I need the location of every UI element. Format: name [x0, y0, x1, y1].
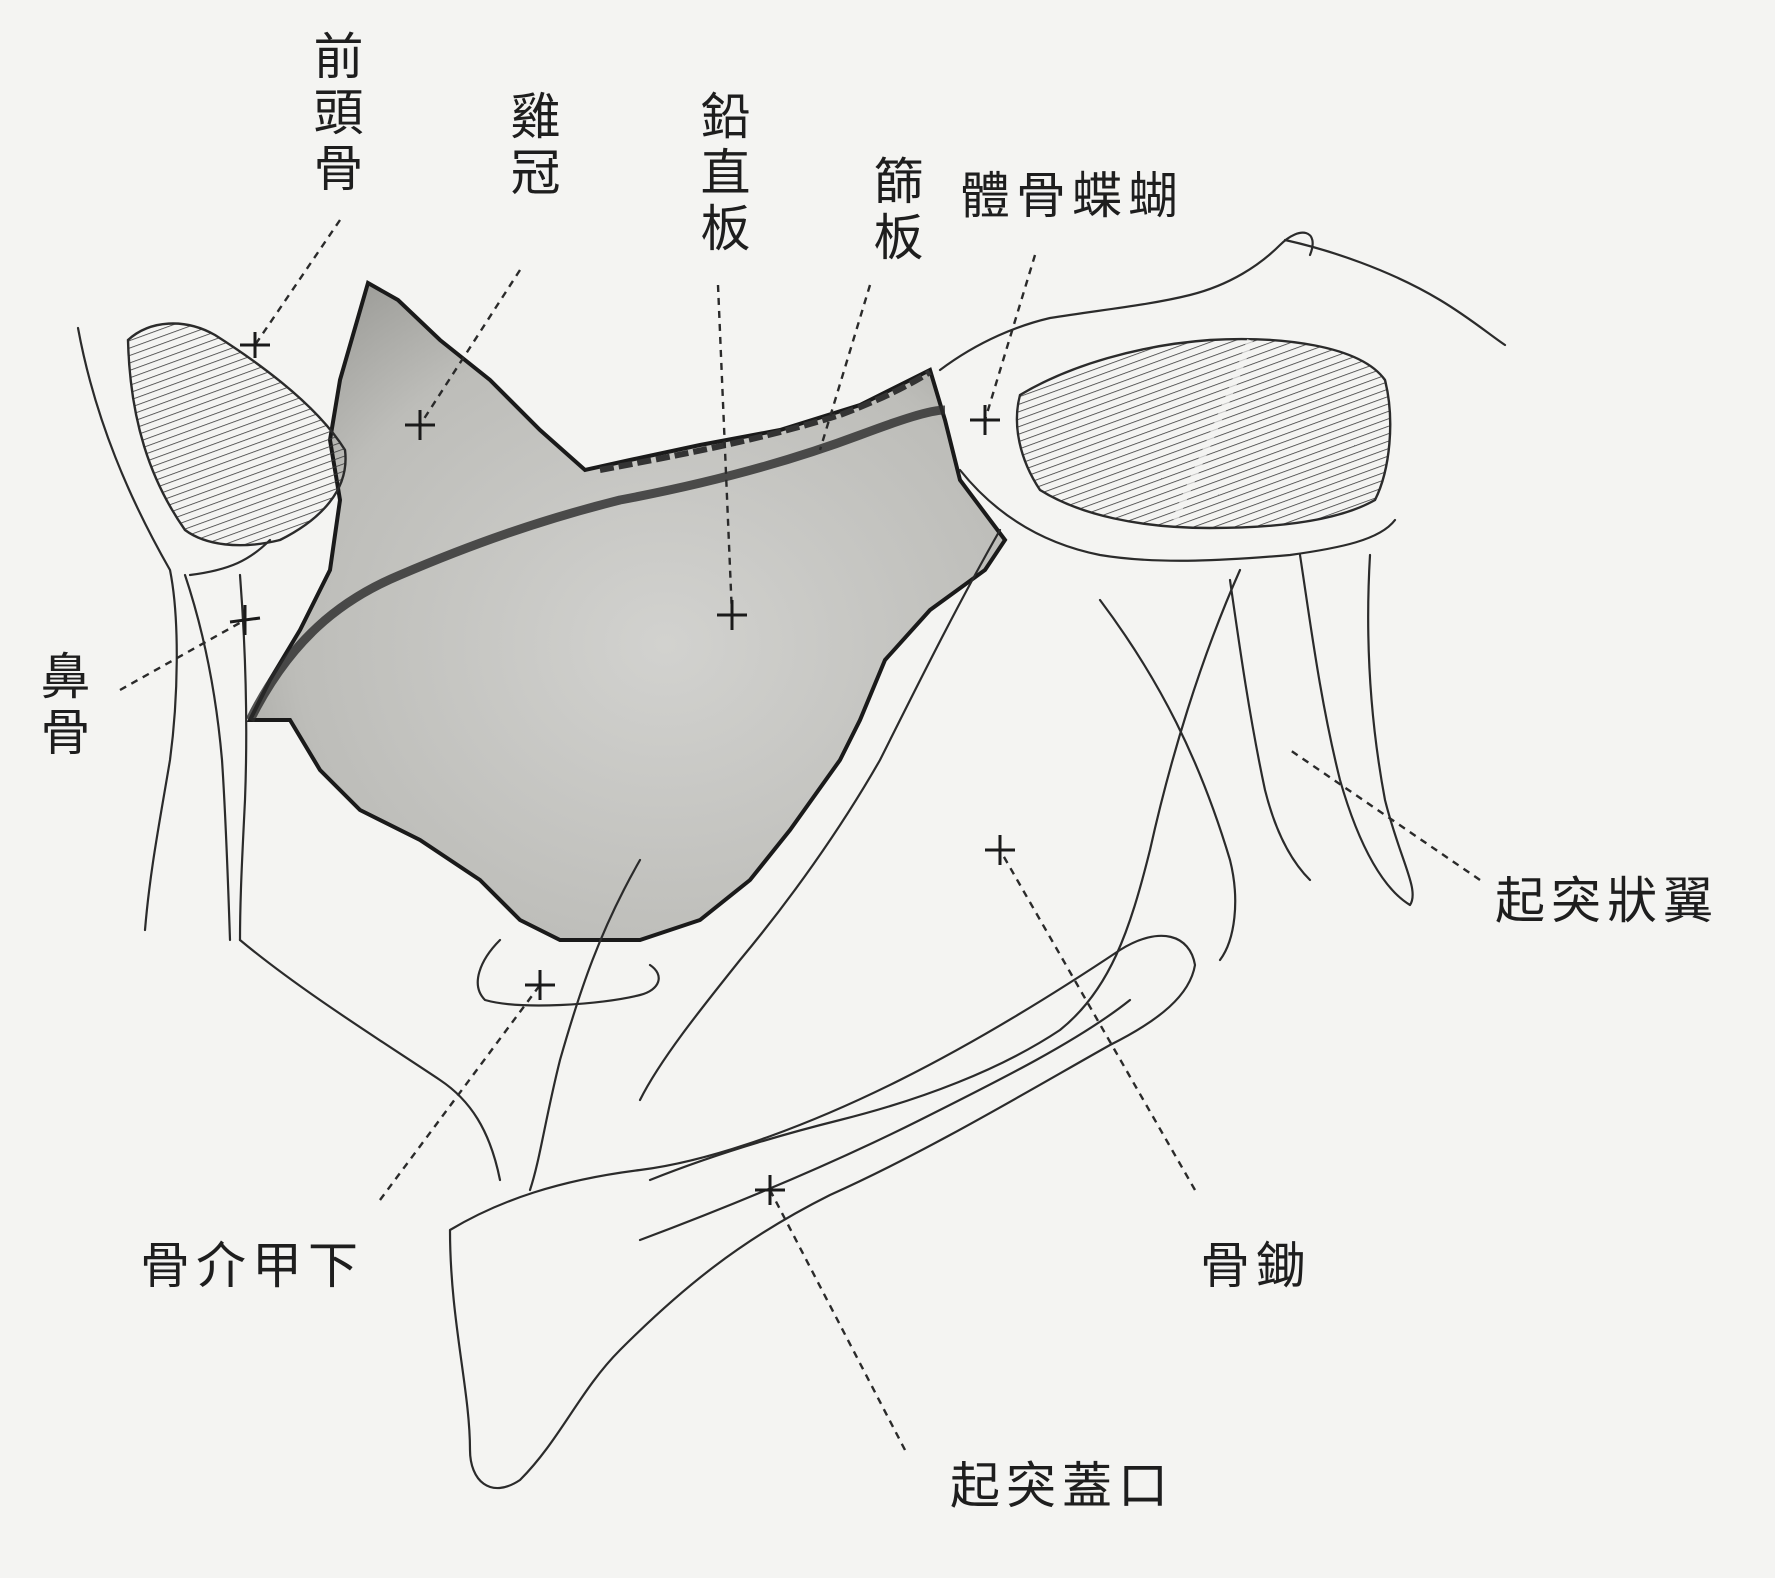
label-vomer: 鋤骨 — [1200, 1240, 1312, 1293]
label-perpendicular-plate: 鉛直板 — [695, 90, 748, 258]
leader-frontal — [255, 220, 340, 345]
frontal-bone-shape — [128, 324, 346, 546]
label-nasal-bone: 鼻骨 — [35, 650, 88, 762]
inferior-concha-outline — [478, 940, 659, 1005]
leader-nasal — [120, 620, 245, 690]
label-frontal-bone: 前頭骨 — [308, 30, 361, 198]
label-inferior-concha: 下甲介骨 — [140, 1240, 364, 1293]
leader-concha — [380, 985, 540, 1200]
leader-pterygoid — [1290, 750, 1480, 880]
sphenoid-sinus-shape — [1017, 339, 1390, 528]
leader-vomer — [1000, 850, 1195, 1190]
label-palatine-process: 口蓋突起 — [950, 1460, 1174, 1513]
leader-palatine — [770, 1190, 905, 1450]
palatine-process-outline — [450, 936, 1195, 1488]
label-crista-galli: 雞冠 — [505, 90, 558, 202]
pterygoid-outline — [1300, 555, 1413, 905]
label-pterygoid-process: 翼狀突起 — [1495, 875, 1719, 928]
perpendicular-plate-shape — [250, 283, 1005, 940]
label-cribriform-plate: 篩板 — [868, 155, 921, 267]
label-sphenoid-body: 蝴蝶骨體 — [960, 170, 1184, 223]
